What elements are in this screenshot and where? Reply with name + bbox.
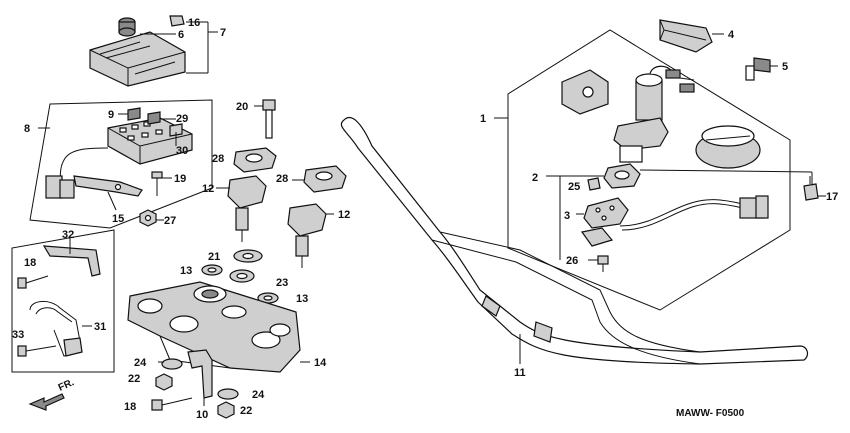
cdi-unit-part xyxy=(89,31,186,87)
callout-labels: 1 2 3 4 5 6 7 8 9 10 11 12 12 13 13 14 1… xyxy=(12,17,838,421)
bracket-outline xyxy=(11,229,115,373)
fuse-part-9 xyxy=(127,107,141,121)
holder-lower-part-12 xyxy=(287,203,327,268)
callout-22: 22 xyxy=(128,373,140,385)
ignition-outline xyxy=(507,29,791,311)
nut-part-27 xyxy=(139,209,157,227)
callout-12: 12 xyxy=(338,209,350,221)
cover-part-4 xyxy=(659,19,713,53)
bolt-part-19 xyxy=(151,171,163,196)
callout-7: 7 xyxy=(220,27,226,39)
callout-28: 28 xyxy=(212,153,224,165)
clip-part-16 xyxy=(169,15,185,27)
callout-30: 30 xyxy=(176,145,188,157)
callout-14: 14 xyxy=(314,357,327,369)
callout-33: 33 xyxy=(12,329,24,341)
diagram-code: MAWW- F0500 xyxy=(676,408,745,419)
cover-plate-part xyxy=(580,227,614,247)
callout-13: 13 xyxy=(296,293,308,305)
connector-part xyxy=(59,179,75,199)
callout-24: 24 xyxy=(252,389,265,401)
switch-body-part xyxy=(613,73,669,163)
callout-29: 29 xyxy=(176,113,188,125)
switch-wire xyxy=(619,199,757,227)
bolt-part-33 xyxy=(17,345,57,357)
assembly-outline-8 xyxy=(29,99,213,229)
callout-16: 16 xyxy=(188,17,200,29)
callout-6: 6 xyxy=(178,29,184,41)
callout-17: 17 xyxy=(826,191,838,203)
callout-13: 13 xyxy=(180,265,192,277)
callout-18: 18 xyxy=(124,401,136,413)
bolt-part-18 xyxy=(151,397,193,411)
washer-part-24 xyxy=(217,388,239,400)
screw-part-17 xyxy=(803,176,819,201)
callout-5: 5 xyxy=(782,61,788,73)
callout-20: 20 xyxy=(236,101,248,113)
callout-15: 15 xyxy=(112,213,124,225)
callout-1: 1 xyxy=(480,113,486,125)
callout-3: 3 xyxy=(564,210,570,222)
holder-lower-part-12 xyxy=(227,175,267,242)
callout-8: 8 xyxy=(24,123,30,135)
grommet-part xyxy=(118,17,136,37)
callout-4: 4 xyxy=(728,29,735,41)
steering-group xyxy=(127,99,347,419)
callout-9: 9 xyxy=(108,109,114,121)
callout-24: 24 xyxy=(134,357,147,369)
handlebar-part-11 xyxy=(340,116,809,365)
callout-18: 18 xyxy=(24,257,36,269)
screw-part-26 xyxy=(597,255,609,272)
ignition-group xyxy=(494,19,826,311)
callout-28: 28 xyxy=(276,173,288,185)
bolt-part-20 xyxy=(262,99,276,139)
control-unit-group xyxy=(29,15,218,229)
callout-2: 2 xyxy=(532,172,538,184)
callout-32: 32 xyxy=(62,229,74,241)
bolt-part-18 xyxy=(17,275,49,289)
callout-10: 10 xyxy=(196,409,208,421)
switch-part-3 xyxy=(583,197,629,229)
top-bridge-part-14 xyxy=(127,281,301,373)
nut-part-22 xyxy=(217,401,235,419)
fuel-cap-part xyxy=(695,125,761,169)
key-set-part xyxy=(649,65,695,93)
fuse-part-29 xyxy=(147,111,161,125)
bracket-part-15 xyxy=(73,175,143,197)
nut-part-22 xyxy=(155,373,173,391)
callout-31: 31 xyxy=(94,321,106,333)
fuse-part-30 xyxy=(169,123,183,137)
washer-part-24 xyxy=(161,358,183,370)
callout-11: 11 xyxy=(514,367,526,379)
callout-26: 26 xyxy=(566,255,578,267)
stay-part-10 xyxy=(187,349,213,399)
front-direction-arrow xyxy=(28,393,65,411)
collar-part-25 xyxy=(587,177,601,191)
callout-12: 12 xyxy=(202,183,214,195)
key-part-5 xyxy=(745,57,771,81)
callout-21: 21 xyxy=(208,251,220,263)
callout-19: 19 xyxy=(174,173,186,185)
callout-27: 27 xyxy=(164,215,176,227)
bracket-part-32 xyxy=(42,245,101,277)
front-direction-label: FR. xyxy=(57,377,76,394)
callout-25: 25 xyxy=(568,181,580,193)
callout-23: 23 xyxy=(276,277,288,289)
lock-housing-part xyxy=(561,69,609,115)
callout-22: 22 xyxy=(240,405,252,417)
bracket-group: FR. xyxy=(11,229,115,411)
ring-part-2 xyxy=(603,163,641,189)
